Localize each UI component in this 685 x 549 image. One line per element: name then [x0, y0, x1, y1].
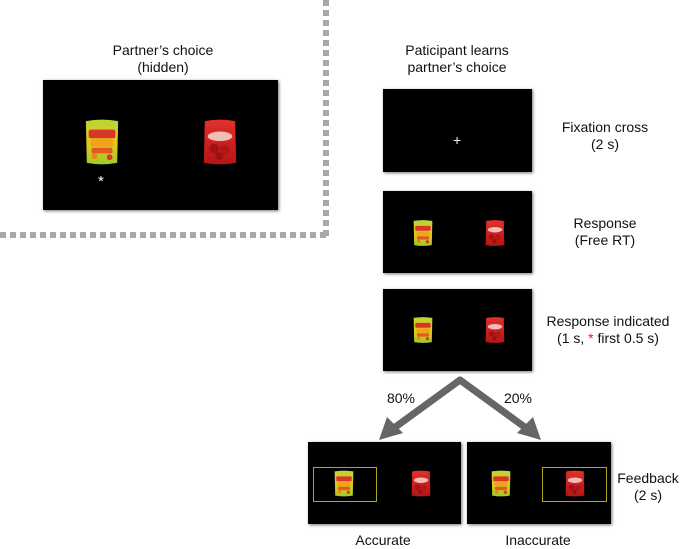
maltesers-bag-icon [484, 316, 506, 344]
response-label: Response (Free RT) [540, 215, 670, 249]
highlight-box [542, 467, 607, 502]
accurate-label: Accurate [355, 532, 411, 548]
fixation-label-line1: Fixation cross [561, 119, 649, 135]
participant-title: Paticipant learns partner’s choice [381, 42, 533, 76]
participant-title-line1: Paticipant learns [405, 42, 509, 58]
maltesers-bag-icon [484, 219, 506, 247]
partner-title: Partner’s choice (hidden) [88, 42, 238, 76]
response-label-line1: Response [573, 215, 637, 231]
arrowhead-accurate [379, 417, 403, 440]
indicated-label-pre: (1 s, [557, 330, 589, 346]
feedback-label: Feedback (2 s) [613, 470, 683, 504]
feedback-accurate-screen [308, 442, 461, 524]
partner-title-line1: Partner’s choice [112, 42, 214, 58]
sour-patch-bag-icon [412, 316, 434, 344]
arrow-inaccurate [456, 376, 530, 432]
dashed-divider-horizontal [0, 232, 329, 238]
branch-arrows [379, 376, 541, 440]
maltesers-bag-icon [410, 469, 432, 498]
red-star-icon: * [588, 330, 594, 346]
participant-title-line2: partner’s choice [407, 59, 507, 75]
inaccurate-percent: 20% [503, 390, 533, 406]
dashed-divider-vertical [323, 0, 329, 237]
response-indicated-screen [383, 289, 532, 371]
highlight-box [313, 467, 377, 502]
response-label-line2: (Free RT) [574, 232, 636, 248]
arrow-accurate [390, 376, 464, 432]
feedback-label-line2: (2 s) [634, 487, 662, 503]
sour-patch-bag-icon [490, 469, 512, 498]
sour-patch-bag-icon [83, 118, 121, 166]
partner-title-line2: (hidden) [137, 59, 189, 75]
indicated-label-line1: Response indicated [546, 313, 670, 329]
fixation-cross: + [453, 132, 462, 148]
partner-choice-screen: * [43, 80, 278, 210]
indicated-label-post: first 0.5 s) [593, 330, 659, 346]
maltesers-bag-icon [564, 469, 586, 498]
fixation-label: Fixation cross (2 s) [540, 119, 670, 153]
maltesers-bag-icon [201, 118, 239, 166]
sour-patch-bag-icon [333, 469, 355, 498]
accurate-percent: 80% [386, 390, 416, 406]
indicated-label-line2: (1 s, * first 0.5 s) [535, 330, 681, 347]
arrowhead-inaccurate [517, 417, 541, 440]
response-screen [383, 191, 532, 273]
fixation-label-line2: (2 s) [591, 136, 619, 152]
response-indicated-label: Response indicated (1 s, * first 0.5 s) [535, 313, 681, 347]
feedback-label-line1: Feedback [617, 470, 679, 486]
feedback-inaccurate-screen [467, 442, 611, 524]
partner-choice-marker: * [98, 173, 104, 190]
inaccurate-label: Inaccurate [505, 532, 571, 548]
fixation-screen: + [383, 89, 532, 172]
sour-patch-bag-icon [412, 219, 434, 247]
